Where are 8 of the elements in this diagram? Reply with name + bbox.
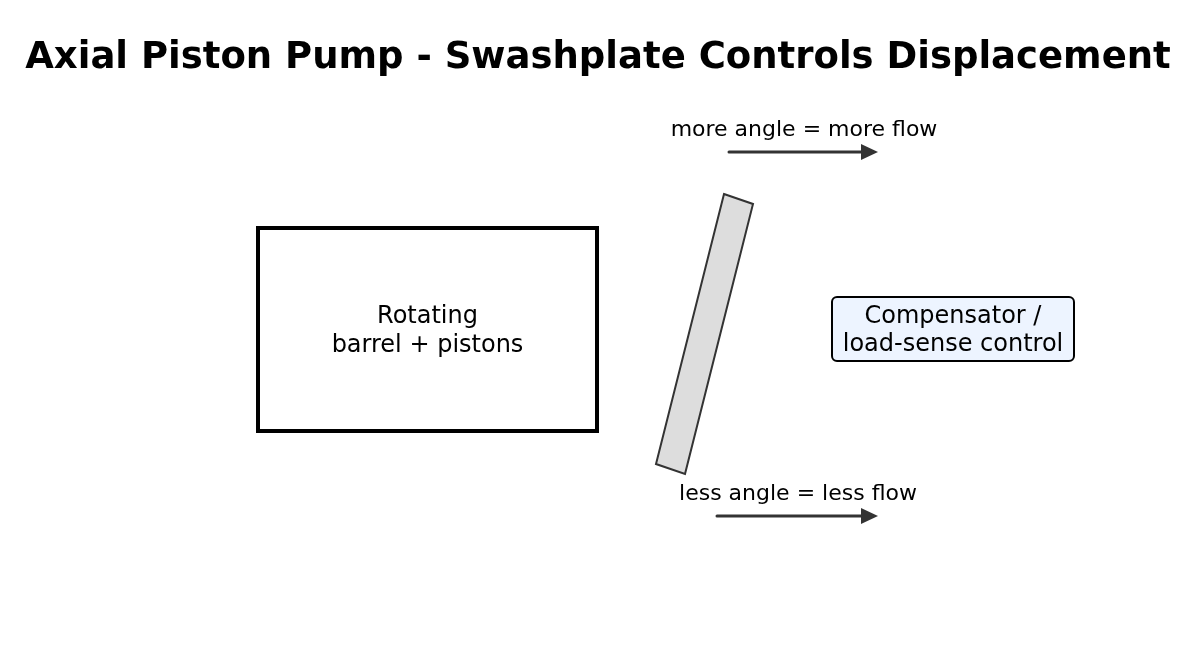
component-box <box>256 226 599 433</box>
box-label: Compensator / load-sense control <box>842 300 1064 358</box>
diagram-title: Axial Piston Pump - Swashplate Controls Displacement <box>25 34 1171 79</box>
tilted-swashplate <box>654 192 755 476</box>
flow-note: more angle = more flow <box>670 116 938 143</box>
box-label: Rotating barrel + pistons <box>331 301 524 358</box>
flow-note: less angle = less flow <box>679 480 917 507</box>
component-box <box>831 296 1075 362</box>
